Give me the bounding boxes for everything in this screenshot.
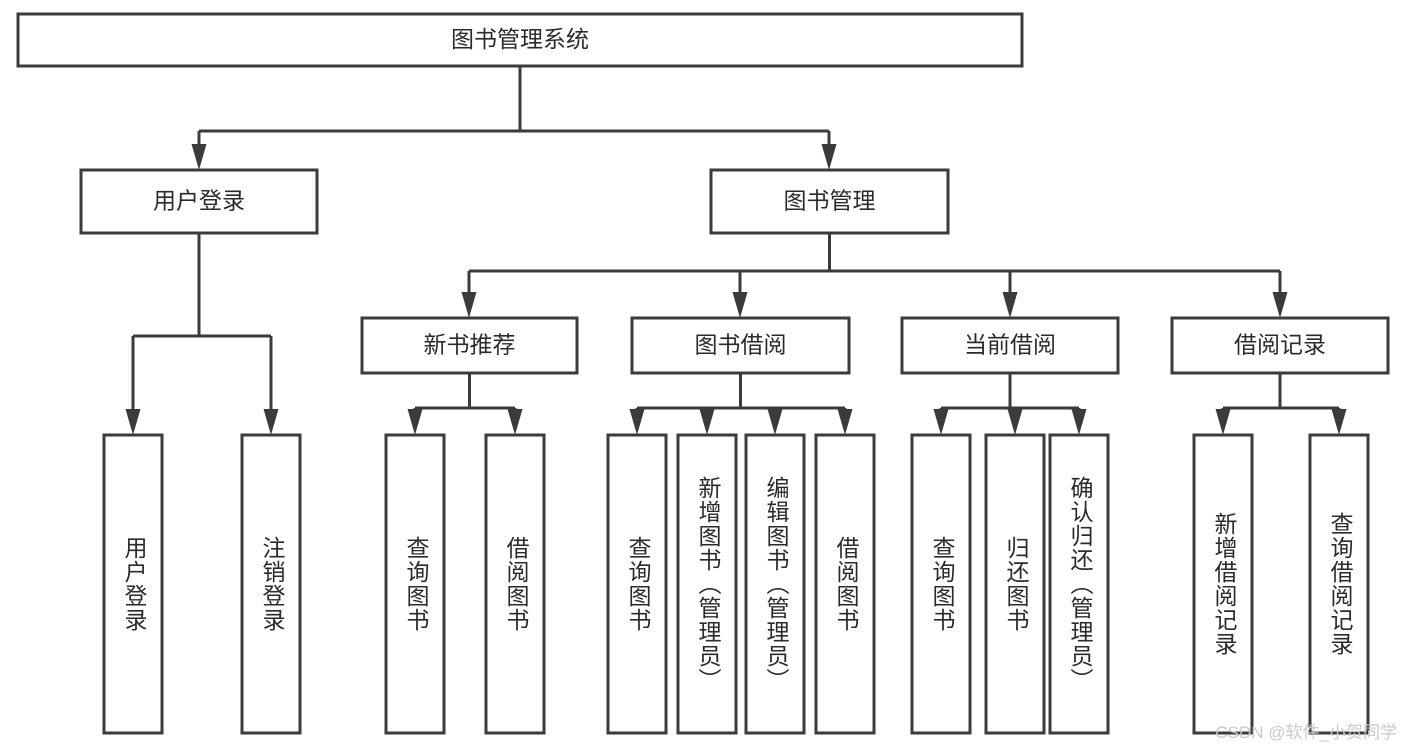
node-box[interactable] [360, 316, 579, 375]
connector-root [191, 66, 837, 170]
node-box[interactable] [16, 12, 1024, 68]
connector-borrow-record [1215, 373, 1347, 435]
node-label: 当前借阅 [964, 332, 1056, 358]
node-leaf-borrow-book-1[interactable] [484, 433, 546, 735]
node-label: 借阅记录 [1234, 332, 1326, 358]
node-leaf-borrow-book-2[interactable] [814, 433, 876, 735]
node-root[interactable]: 图书管理系统 [16, 12, 1024, 68]
node-new-book-rec[interactable]: 新书推荐 [360, 316, 579, 375]
node-label: 图书管理 [784, 188, 876, 214]
node-box[interactable] [814, 433, 876, 735]
connector-book-borrow [629, 373, 853, 435]
node-box[interactable] [102, 433, 164, 735]
node-leaf-query-record[interactable] [1308, 433, 1370, 735]
node-box[interactable] [1048, 433, 1110, 735]
node-label: 新书推荐 [424, 332, 516, 358]
node-borrow-record[interactable]: 借阅记录 [1170, 316, 1390, 375]
node-box[interactable] [606, 433, 668, 735]
node-box[interactable] [984, 433, 1046, 735]
node-leaf-query-book-2[interactable] [606, 433, 668, 735]
node-leaf-add-record[interactable] [1192, 433, 1254, 735]
node-leaf-logout[interactable] [240, 433, 302, 735]
node-leaf-confirm-return[interactable] [1048, 433, 1110, 735]
node-label: 用户登录 [153, 188, 245, 214]
node-current-borrow[interactable]: 当前借阅 [900, 316, 1120, 375]
node-leaf-edit-book[interactable] [744, 433, 806, 735]
node-box[interactable] [384, 433, 446, 735]
node-box[interactable] [910, 433, 972, 735]
connector-current-borrow [933, 373, 1087, 435]
node-box[interactable] [709, 168, 950, 235]
node-box[interactable] [79, 168, 319, 235]
node-label: 图书管理系统 [451, 26, 589, 52]
node-leaf-query-book-3[interactable] [910, 433, 972, 735]
node-book-borrow[interactable]: 图书借阅 [630, 316, 851, 375]
node-box[interactable] [1192, 433, 1254, 735]
node-box[interactable] [240, 433, 302, 735]
node-leaf-user-login[interactable] [102, 433, 164, 735]
connector-new-book-rec [407, 373, 523, 435]
node-leaf-query-book-1[interactable] [384, 433, 446, 735]
node-box[interactable] [744, 433, 806, 735]
node-box[interactable] [676, 433, 738, 735]
node-box[interactable] [630, 316, 851, 375]
node-book-manage[interactable]: 图书管理 [709, 168, 950, 235]
node-label: 图书借阅 [695, 332, 787, 358]
connector-book-manage [461, 233, 1288, 318]
node-box[interactable] [1170, 316, 1390, 375]
node-box[interactable] [1308, 433, 1370, 735]
node-leaf-add-book[interactable] [676, 433, 738, 735]
connector-user-login [125, 233, 279, 435]
node-leaf-return-book[interactable] [984, 433, 1046, 735]
node-box[interactable] [484, 433, 546, 735]
node-box[interactable] [900, 316, 1120, 375]
node-user-login[interactable]: 用户登录 [79, 168, 319, 235]
